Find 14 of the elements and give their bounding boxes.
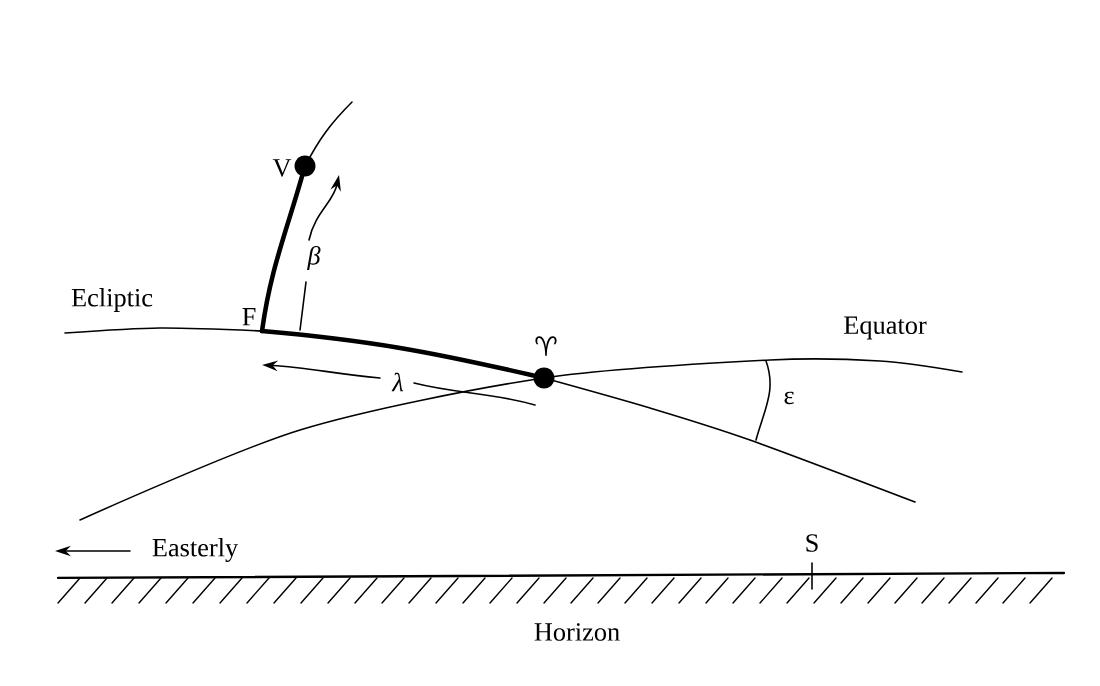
point-label: ♈ <box>535 336 557 356</box>
angle-label: λ <box>390 370 406 393</box>
point-label: S <box>806 534 818 552</box>
angle-label: β <box>305 244 323 272</box>
angle-label: ε <box>784 391 794 405</box>
curve-label: Equator <box>844 316 927 340</box>
point-dot <box>294 155 316 177</box>
point-dot <box>533 367 555 389</box>
curve-label: Ecliptic <box>71 288 153 312</box>
point-label: F <box>242 308 256 326</box>
horizon-label: Horizon <box>534 623 620 641</box>
arc-segment <box>259 328 536 378</box>
direction-label: Easterly <box>152 538 239 562</box>
point-label: V <box>272 159 292 177</box>
